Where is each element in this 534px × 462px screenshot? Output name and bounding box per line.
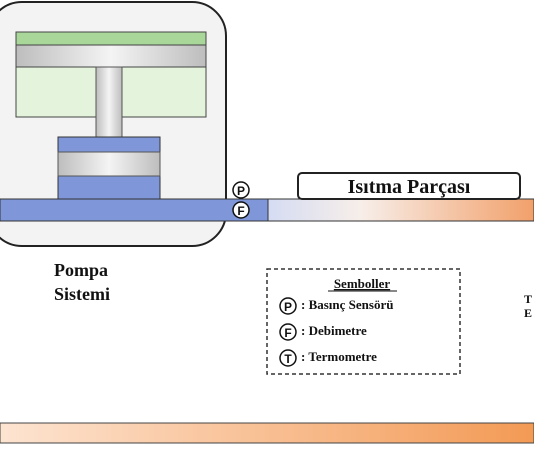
legend-pressure-letter: P	[284, 300, 292, 314]
legend-thermometer-icon	[279, 349, 297, 367]
cylinder-upper-piston	[15, 44, 207, 68]
pressure-sensor-icon	[232, 181, 250, 199]
heating-part-label: Isıtma Parçası	[348, 176, 471, 198]
flow-meter-letter: F	[237, 204, 244, 218]
legend-flow-letter: F	[284, 326, 291, 340]
legend-flow-label: : Debimetre	[301, 323, 367, 338]
legend-thermometer-letter: T	[284, 352, 292, 366]
pipe-gradient	[267, 198, 534, 222]
edge-fragment-t: T	[524, 292, 533, 306]
legend-box	[266, 268, 461, 375]
pump-label-line1: Pompa	[54, 260, 108, 280]
pipe-blue	[0, 198, 269, 222]
heating-part-box	[297, 172, 521, 200]
legend-title: Semboller	[334, 276, 391, 291]
pressure-sensor-letter: P	[237, 184, 245, 198]
legend-pressure-icon	[279, 297, 297, 315]
cylinder-green-cap	[15, 31, 207, 46]
edge-fragment-e: E	[524, 306, 533, 320]
bottom-orange-pipe	[0, 422, 534, 444]
flow-meter-icon	[232, 201, 250, 219]
pump-label-line2: Sistemi	[54, 284, 110, 304]
lower-piston	[57, 151, 161, 177]
legend-pressure-label: : Basınç Sensörü	[301, 297, 394, 312]
legend-thermometer-label: : Termometre	[301, 349, 377, 364]
legend-flow-icon	[279, 323, 297, 341]
